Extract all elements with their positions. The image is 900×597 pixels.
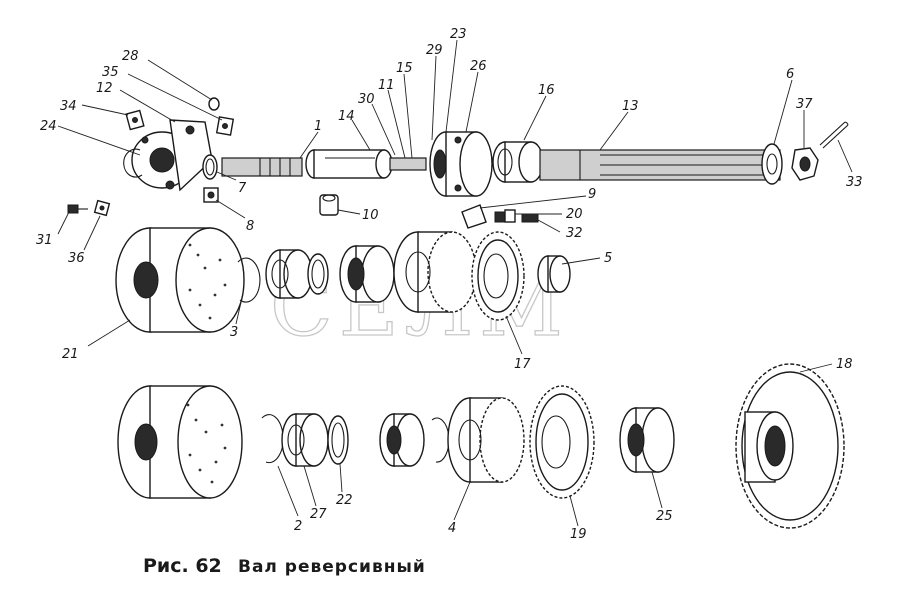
callout-5: 5 <box>604 251 612 266</box>
callout-12: 12 <box>96 81 113 96</box>
callout-26: 26 <box>470 59 487 74</box>
bolt-32 <box>521 213 539 223</box>
gear-19 <box>529 385 595 499</box>
callout-25: 25 <box>656 509 673 524</box>
splined-shaft-13 <box>539 149 781 181</box>
ring-22 <box>327 415 349 465</box>
gear-middle-a <box>393 231 477 313</box>
bearing-25 <box>619 407 675 473</box>
bearing-housing-12 <box>131 119 213 192</box>
key-10 <box>319 194 339 216</box>
cotter-pin-33 <box>819 121 849 149</box>
callout-17: 17 <box>514 357 531 372</box>
callout-7: 7 <box>238 181 247 196</box>
caption-label: Рис. 62 <box>143 555 222 577</box>
gear-17 <box>471 231 525 321</box>
callout-6: 6 <box>786 67 794 82</box>
nut-20 <box>494 209 516 223</box>
nut-37 <box>791 147 819 181</box>
gear-18 <box>735 363 845 529</box>
callout-28: 28 <box>122 49 139 64</box>
callout-24: 24 <box>40 119 57 134</box>
callout-14: 14 <box>338 109 355 124</box>
gear-block-lower <box>117 385 243 499</box>
bolt-31 <box>67 204 88 214</box>
snap-ring-lower <box>431 417 450 463</box>
washer-6 <box>761 143 783 185</box>
shaft-1 <box>221 157 303 177</box>
callout-36: 36 <box>68 251 85 266</box>
callout-23: 23 <box>450 27 467 42</box>
callout-33: 33 <box>846 175 863 190</box>
callout-22: 22 <box>336 493 353 508</box>
callout-4: 4 <box>448 521 456 536</box>
snap-ring-3 <box>237 257 261 303</box>
callout-19: 19 <box>570 527 587 542</box>
lock-plate-9 <box>461 204 487 229</box>
gear-4 <box>447 397 525 483</box>
washer-8 <box>203 187 219 203</box>
bearing-middle-a <box>265 249 313 299</box>
callout-1: 1 <box>314 119 322 134</box>
callout-11: 11 <box>378 78 395 93</box>
callout-29: 29 <box>426 43 443 58</box>
ring-5 <box>537 255 571 293</box>
cover-34 <box>125 109 145 131</box>
bearing-middle-b <box>339 245 395 303</box>
callout-2: 2 <box>294 519 302 534</box>
callout-30: 30 <box>358 92 375 107</box>
ring-28 <box>208 97 220 111</box>
callout-31: 31 <box>36 233 53 248</box>
snap-ring-2 <box>261 414 284 464</box>
ring-middle-a <box>307 253 329 295</box>
bearing-27 <box>281 413 329 467</box>
callout-20: 20 <box>566 207 583 222</box>
bearing-lower-b <box>379 413 425 467</box>
callout-21: 21 <box>62 347 79 362</box>
callout-32: 32 <box>566 226 583 241</box>
bushing-16 <box>492 141 544 183</box>
callout-10: 10 <box>362 208 379 223</box>
ring-7 <box>202 154 218 180</box>
callout-16: 16 <box>538 83 555 98</box>
callout-35: 35 <box>102 65 119 80</box>
callout-15: 15 <box>396 61 413 76</box>
bearing-29-23-26 <box>429 131 493 197</box>
callout-9: 9 <box>588 187 596 202</box>
washer-36 <box>93 199 111 217</box>
gear-block-21 <box>115 227 245 333</box>
callout-labels: 28 35 12 34 24 1 14 30 11 15 29 23 26 16… <box>36 27 863 542</box>
callout-leaders <box>57 39 853 527</box>
washer-35 <box>215 116 235 136</box>
callout-8: 8 <box>246 219 254 234</box>
callout-18: 18 <box>836 357 853 372</box>
callout-34: 34 <box>60 99 77 114</box>
snap-ring-24 <box>123 148 143 178</box>
callout-3: 3 <box>230 325 238 340</box>
shaft-11-15 <box>389 157 427 171</box>
callout-27: 27 <box>310 507 327 522</box>
figure-caption: Рис. 62 Вал реверсивный <box>143 555 426 577</box>
callout-37: 37 <box>796 97 813 112</box>
sleeve-14 <box>305 149 393 179</box>
callout-13: 13 <box>622 99 639 114</box>
caption-title: Вал реверсивный <box>238 557 426 577</box>
